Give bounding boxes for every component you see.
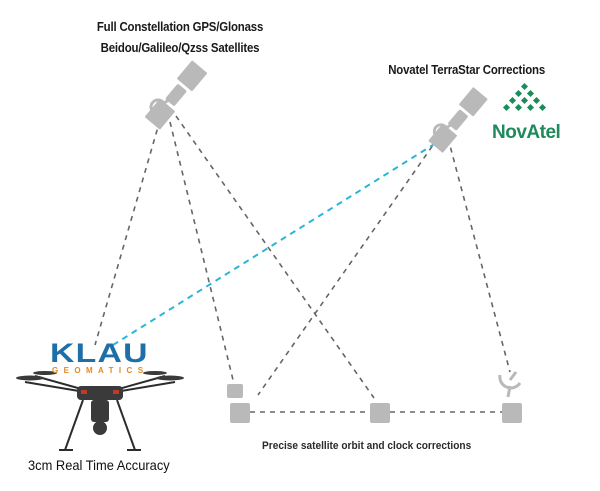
ground-network-label: Precise satellite orbit and clock correc… [262,440,472,452]
terrastar-to-ground-station-link [257,137,439,396]
correction-signal-link [112,142,437,346]
drone-icon [16,371,184,451]
novatel-logo-icon [502,82,547,112]
drone-accuracy-label: 3cm Real Time Accuracy [28,457,170,473]
klau-logo-text: KLAU [50,338,149,368]
gnss-to-ground-station-link [175,115,375,399]
satellite-icon [144,60,208,130]
terrastar-to-dish-link [447,137,511,373]
gnss-satellite-label-line2: Beidou/Galileo/Qzss Satellites [100,40,260,55]
correction-satellite-label: Novatel TerraStar Corrections [388,62,546,77]
klau-logo-subtext: GEOMATICS [52,366,149,375]
ground-station-icon [370,403,390,423]
satellite-icon [428,87,488,153]
ground-station-icon [230,403,250,423]
ground-station-icon [502,403,522,423]
reference-station-icon [227,384,243,398]
novatel-logo-text: NovAtel [492,122,561,143]
dish-antenna-icon [498,371,522,398]
gnss-satellite-label-line1: Full Constellation GPS/Glonass [96,19,264,34]
